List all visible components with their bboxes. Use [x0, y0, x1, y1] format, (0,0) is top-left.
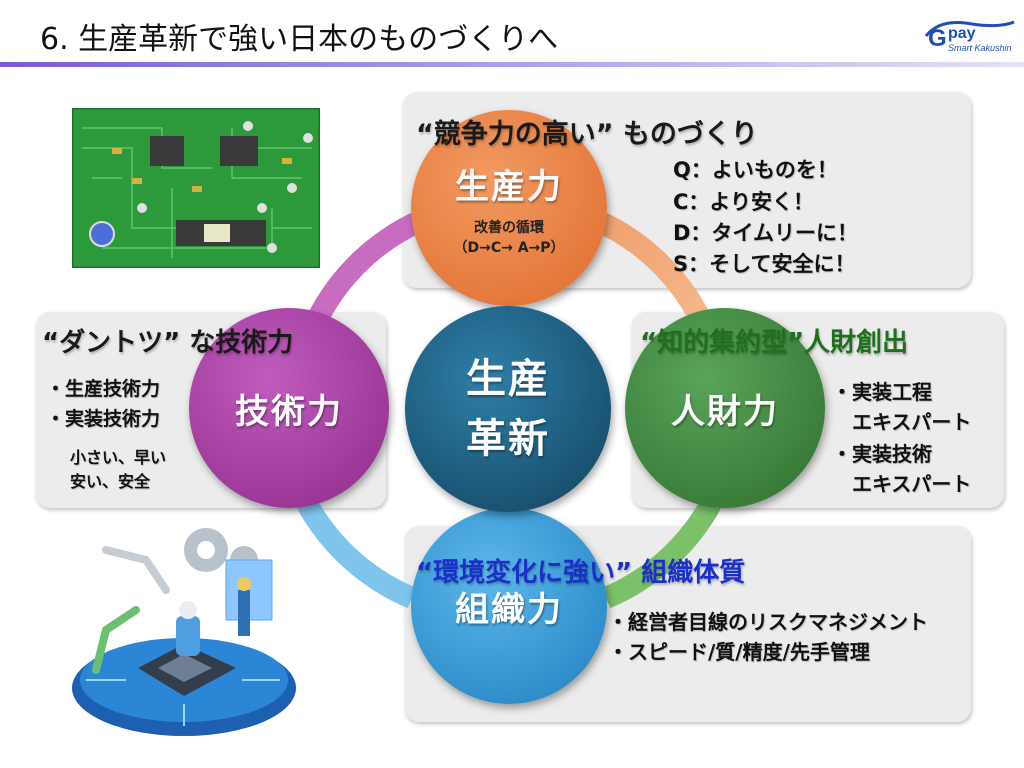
tech-note-1: 小さい、早い: [70, 448, 167, 467]
center-line2: 革新: [466, 416, 550, 462]
arc-organization-technology: [294, 492, 417, 609]
center-circle: 生産 革新: [405, 306, 611, 512]
title-underline: [0, 62, 1024, 67]
organization-circle-label: 組織力: [455, 589, 563, 630]
slide-title: 6. 生産革新で強い日本のものづくりへ: [40, 22, 559, 57]
human-bullet-2: エキスパート: [832, 410, 972, 434]
human-circle-label: 人財力: [671, 391, 779, 432]
production-heading: “競争力の高い” ものづくり: [416, 119, 758, 150]
human-bullet-1: ・実装工程: [832, 380, 932, 404]
center-line1: 生産: [466, 356, 550, 402]
qcds-d: D：タイムリーに！: [673, 221, 859, 245]
org-bullet-1: ・経営者目線のリスクマネジメント: [608, 610, 928, 634]
tech-bullet-1: ・生産技術力: [46, 378, 161, 400]
qcds-c: C：より安く！: [673, 190, 814, 214]
qcds-s: S：そして安全に！: [673, 252, 856, 276]
cycle-label: 改善の循環: [474, 219, 544, 236]
arc-technology-production: [308, 209, 427, 324]
organization-heading: “環境変化に強い” 組織体質: [416, 558, 746, 588]
arc-production-human: [591, 209, 710, 324]
production-circle: 生産力 改善の循環 （D→C→ A→P）: [411, 110, 607, 306]
arc-human-organization: [601, 492, 724, 609]
technology-circle-label: 技術力: [235, 391, 343, 432]
qcds-q: Q：よいものを！: [673, 158, 838, 182]
logo-mark: G: [928, 25, 947, 52]
tech-bullet-2: ・実装技術力: [46, 408, 161, 430]
human-circle: 人財力: [625, 308, 825, 508]
cycle-flow: （D→C→ A→P）: [453, 239, 565, 256]
technology-circle: 技術力: [189, 308, 389, 508]
human-bullet-3: ・実装技術: [832, 442, 932, 466]
technology-heading: “ダントツ” な技術力: [42, 328, 294, 358]
logo-tagline: Smart Kakushin: [948, 43, 1012, 53]
robot-factory-image: [72, 528, 296, 736]
circuit-board-image: [72, 108, 320, 268]
org-bullet-2: ・スピード/質/精度/先手管理: [608, 640, 870, 664]
human-heading: “知的集約型”人財創出: [640, 328, 909, 358]
human-bullet-4: エキスパート: [832, 472, 972, 496]
company-logo: G pay Smart Kakushin: [924, 20, 1015, 53]
logo-name: pay: [948, 25, 976, 42]
organization-circle: 組織力: [411, 508, 607, 704]
production-circle-label: 生産力: [455, 166, 563, 207]
tech-note-2: 安い、安全: [70, 472, 151, 491]
